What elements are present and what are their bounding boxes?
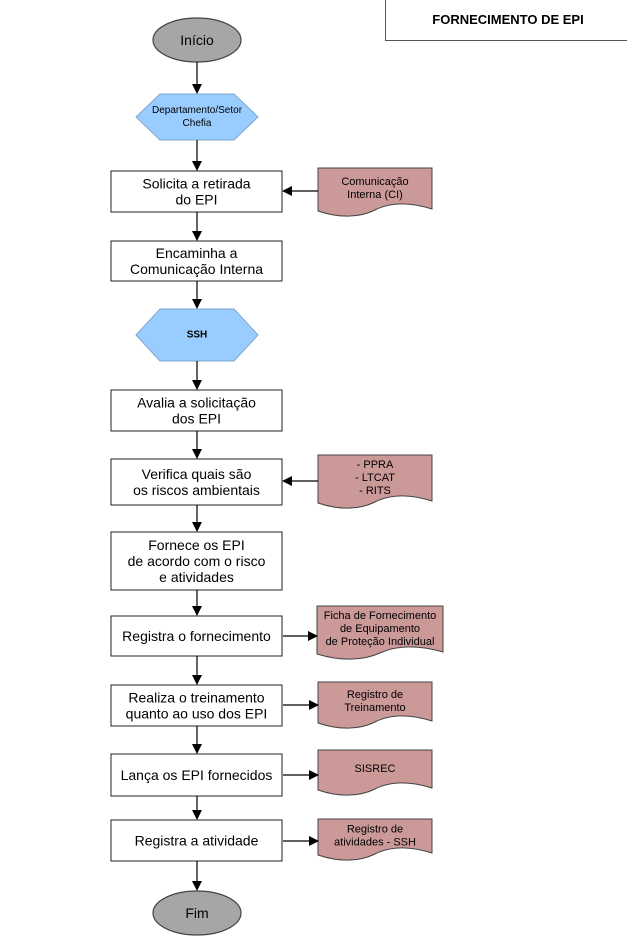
ssh-label: SSH — [187, 330, 208, 341]
p2-process-box — [110, 240, 283, 282]
p8-label: Lança os EPI fornecidos — [121, 767, 273, 783]
dept-label-line: Chefia — [183, 118, 212, 129]
p5-label-line: e atividades — [159, 569, 234, 585]
dept-label-line: Departamento/Setor — [152, 105, 243, 116]
d2-label: - PPRA- LTCAT- RITS — [355, 459, 395, 497]
d3-document — [316, 605, 444, 660]
p5-label-line: de acordo com o risco — [128, 553, 266, 569]
d5-document — [317, 749, 433, 796]
p5-label-line: Fornece os EPI — [148, 537, 245, 553]
dept-hexagon — [135, 93, 259, 141]
p6-label-line: Registra o fornecimento — [122, 628, 271, 644]
d6-label-line: atividades - SSH — [334, 837, 416, 849]
d3-label-line: Ficha de Fornecimento — [324, 610, 437, 622]
diagram-title: FORNECIMENTO DE EPI — [385, 0, 627, 41]
d2-label-line: - LTCAT — [355, 472, 395, 484]
p2-label-line: Encaminha a — [156, 245, 238, 261]
d3-label-line: de Equipamento — [340, 623, 420, 635]
d6-label-line: Registro de — [347, 824, 403, 836]
d5-label: SISREC — [355, 763, 396, 775]
d2-document — [317, 454, 433, 509]
d1-label-line: Interna (CI) — [347, 189, 403, 201]
p8-process-box — [110, 753, 283, 797]
d5-label-line: SISREC — [355, 763, 396, 775]
p2-label-line: Comunicação Interna — [130, 261, 263, 277]
d2-label-line: - PPRA — [357, 459, 394, 471]
d2-label-line: - RITS — [359, 485, 391, 497]
d1-label-line: Comunicação — [341, 176, 408, 188]
p1-process-box — [110, 170, 283, 213]
p9-process-box — [110, 819, 283, 862]
d1-document — [317, 167, 433, 217]
p3-process-box — [110, 389, 283, 432]
p6-process-box — [110, 615, 283, 657]
end-terminal — [152, 890, 242, 936]
end-label-line: Fim — [185, 905, 208, 921]
p6-label: Registra o fornecimento — [122, 628, 271, 644]
d6-document — [317, 818, 433, 861]
start-label: Início — [180, 32, 214, 48]
d4-document — [317, 681, 433, 729]
d4-label-line: Treinamento — [344, 702, 405, 714]
p4-process-box — [110, 458, 283, 506]
p3-label-line: dos EPI — [172, 411, 221, 427]
p5-process-box — [110, 531, 283, 591]
p4-label-line: os riscos ambientais — [133, 482, 260, 498]
p1-label-line: do EPI — [175, 192, 217, 208]
end-label: Fim — [185, 905, 208, 921]
p8-label-line: Lança os EPI fornecidos — [121, 767, 273, 783]
p4-label-line: Verifica quais são — [142, 466, 252, 482]
p7-label-line: quanto ao uso dos EPI — [126, 706, 268, 722]
p1-label-line: Solicita a retirada — [142, 176, 250, 192]
d4-label-line: Registro de — [347, 689, 403, 701]
ssh-hexagon — [135, 308, 259, 362]
p9-label-line: Registra a atividade — [135, 833, 259, 849]
start-label-line: Início — [180, 32, 214, 48]
p7-label-line: Realiza o treinamento — [128, 690, 264, 706]
p3-label-line: Avalia a solicitação — [137, 395, 256, 411]
d3-label-line: de Proteção Individual — [326, 636, 435, 648]
p9-label: Registra a atividade — [135, 833, 259, 849]
ssh-label-line: SSH — [187, 330, 208, 341]
p7-process-box — [110, 684, 283, 727]
